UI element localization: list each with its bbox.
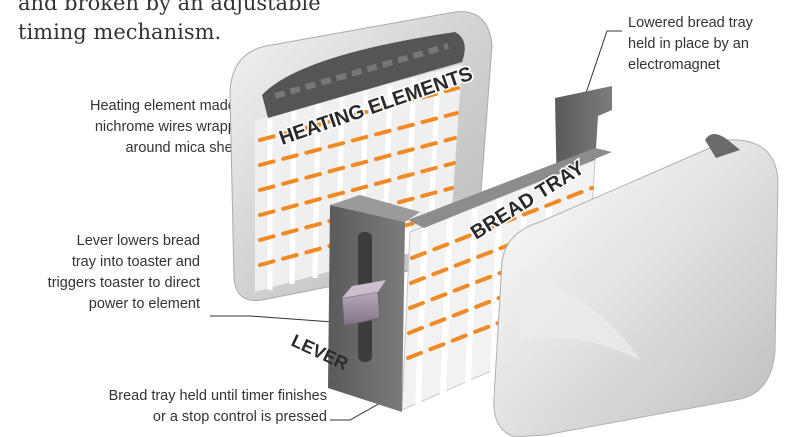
callout-timer-line-1: Bread tray held until timer finishes [108, 388, 327, 404]
intro-line-1: and broken by an adjustable [18, 0, 321, 15]
callout-lever-line-1: Lever lowers bread [76, 233, 200, 249]
callout-tray-line-2: held in place by an [628, 36, 749, 52]
outer-shell-panel [493, 134, 779, 437]
callout-heating-line-3: around mica sheets [125, 140, 252, 156]
callout-lever: Lever lowers bread tray into toaster and… [48, 231, 200, 315]
callout-lever-line-2: tray into toaster and [71, 254, 200, 270]
intro-line-2: timing mechanism. [18, 20, 222, 44]
callout-heating-element: Heating element made of nichrome wires w… [90, 96, 252, 159]
callout-tray-line-3: electromagnet [628, 57, 720, 73]
callout-timer: Bread tray held until timer finishes or … [109, 386, 327, 428]
callout-lowered-tray: Lowered bread tray held in place by an e… [628, 13, 753, 76]
intro-text: and broken by an adjustable timing mecha… [18, 0, 321, 47]
callout-heating-line-2: nichrome wires wrapped [94, 119, 252, 135]
callout-tray-line-1: Lowered bread tray [628, 15, 753, 31]
callout-lever-line-3: triggers toaster to direct [47, 275, 200, 291]
callout-lever-line-4: power to element [88, 296, 200, 312]
callout-heating-line-1: Heating element made of [89, 98, 252, 114]
callout-timer-line-2: or a stop control is pressed [152, 409, 327, 425]
